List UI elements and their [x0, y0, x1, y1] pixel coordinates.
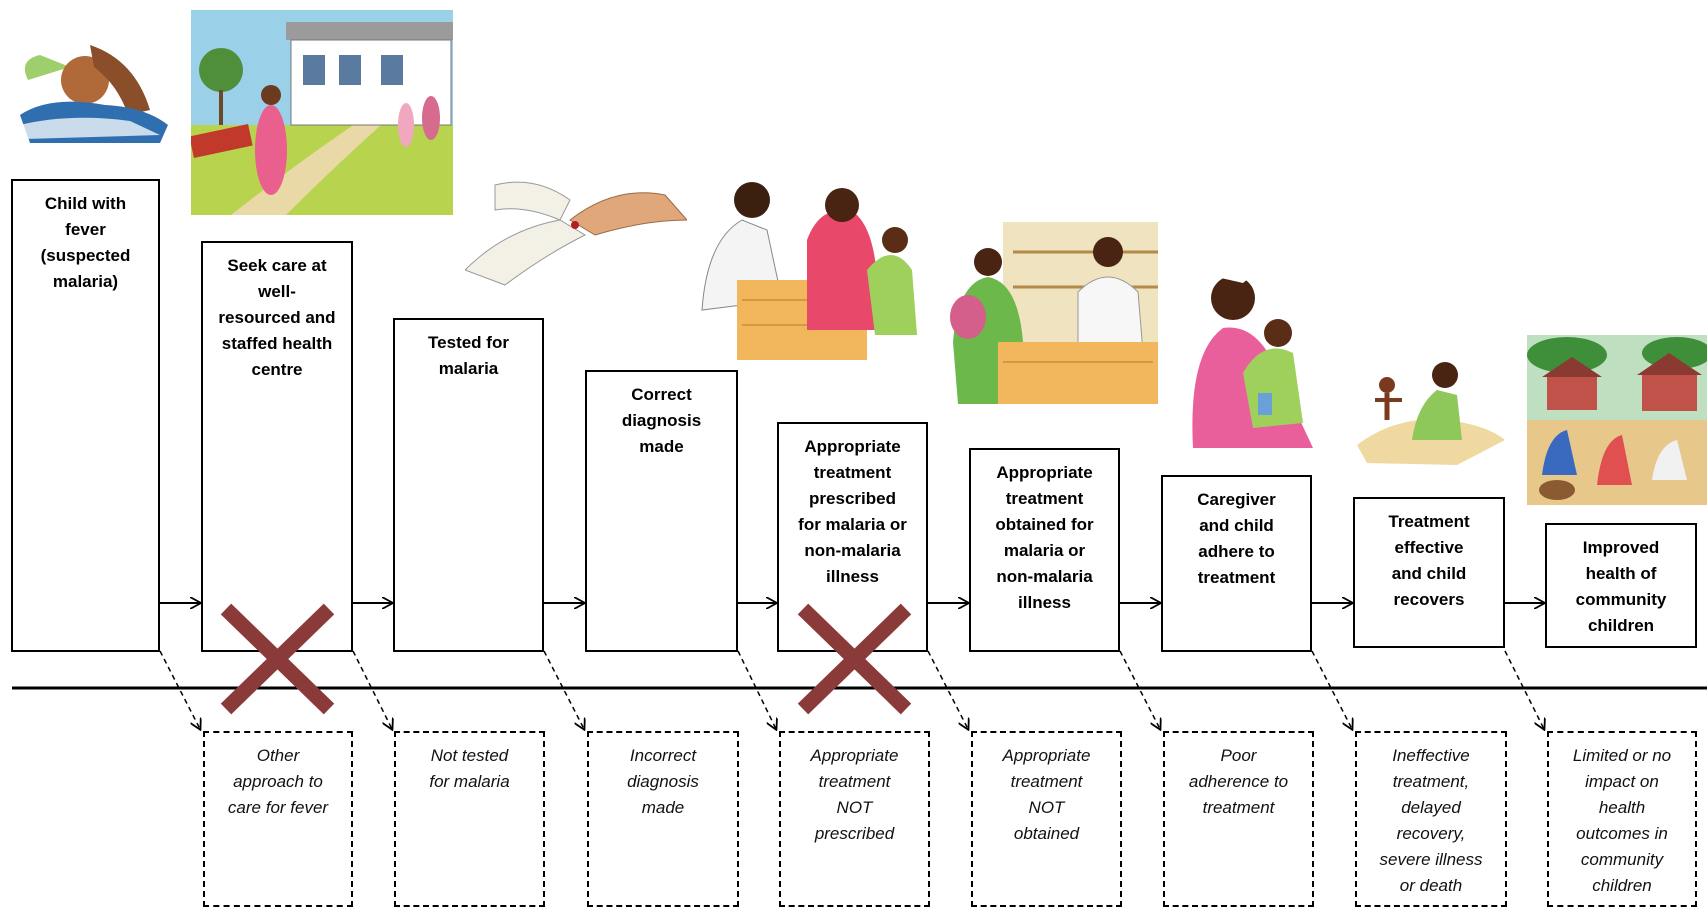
- step-label: Improved health of community children: [1575, 538, 1667, 635]
- outcome-box-not-obtained: Appropriate treatment NOT obtained: [971, 731, 1122, 907]
- step-label: Treatment effective and child recovers: [1388, 512, 1470, 609]
- finger-prick-test-illustration: [465, 181, 687, 286]
- clinician-consultation-illustration: [701, 182, 917, 360]
- outcome-box-ineffective-treatment: Ineffective treatment, delayed recovery,…: [1355, 731, 1507, 907]
- outcome-box-poor-adherence: Poor adherence to treatment: [1163, 731, 1314, 907]
- outcome-box-limited-impact: Limited or no impact on health outcomes …: [1547, 731, 1697, 907]
- caregiver-giving-medicine-illustration: [1192, 267, 1313, 448]
- outcome-arrow: [737, 650, 776, 729]
- outcome-label: Other approach to care for fever: [227, 746, 329, 817]
- outcome-label: Not tested for malaria: [429, 746, 510, 791]
- step-label: Tested for malaria: [428, 333, 509, 378]
- step-label: Appropriate treatment obtained for malar…: [995, 463, 1094, 612]
- step-label: Seek care at well-resourced and staffed …: [218, 256, 336, 379]
- child-in-bed-illustration: [20, 45, 168, 143]
- step-box-treatment-obtained: Appropriate treatment obtained for malar…: [969, 448, 1120, 652]
- step-box-correct-diagnosis: Correct diagnosis made: [585, 370, 738, 652]
- step-box-treatment-effective: Treatment effective and child recovers: [1353, 497, 1505, 648]
- step-box-tested-for-malaria: Tested for malaria: [393, 318, 544, 652]
- step-box-seek-care: Seek care at well-resourced and staffed …: [201, 241, 353, 652]
- outcome-box-not-prescribed: Appropriate treatment NOT prescribed: [779, 731, 930, 907]
- outcome-label: Appropriate treatment NOT prescribed: [810, 746, 899, 843]
- step-label: Correct diagnosis made: [621, 385, 702, 456]
- outcome-arrow: [159, 650, 200, 729]
- outcome-label: Poor adherence to treatment: [1188, 746, 1289, 817]
- health-centre-illustration: [191, 10, 453, 215]
- outcome-label: Appropriate treatment NOT obtained: [1002, 746, 1091, 843]
- outcome-box-other-approach: Other approach to care for fever: [203, 731, 353, 907]
- outcome-label: Incorrect diagnosis made: [627, 746, 699, 817]
- outcome-arrow: [927, 650, 968, 729]
- outcome-label: Ineffective treatment, delayed recovery,…: [1379, 746, 1483, 895]
- outcome-label: Limited or no impact on health outcomes …: [1572, 746, 1672, 895]
- outcome-arrow: [1504, 650, 1544, 729]
- outcome-arrow: [1311, 650, 1352, 729]
- step-label: Caregiver and child adhere to treatment: [1197, 490, 1276, 587]
- step-box-improved-health: Improved health of community children: [1545, 523, 1697, 648]
- community-village-illustration: [1527, 335, 1707, 505]
- outcome-arrow: [352, 650, 392, 729]
- child-playing-illustration: [1357, 362, 1505, 465]
- step-box-adhere-to-treatment: Caregiver and child adhere to treatment: [1161, 475, 1312, 652]
- red-x-cross-icon: [220, 603, 335, 715]
- step-label: Child with fever (suspected malaria): [40, 194, 131, 291]
- step-box-child-with-fever: Child with fever (suspected malaria): [11, 179, 160, 652]
- outcome-arrow: [543, 650, 584, 729]
- outcome-arrow: [1119, 650, 1160, 729]
- outcome-box-not-tested: Not tested for malaria: [394, 731, 545, 907]
- red-x-cross-icon: [797, 603, 912, 715]
- outcome-box-incorrect-diagnosis: Incorrect diagnosis made: [587, 731, 739, 907]
- step-label: Appropriate treatment prescribed for mal…: [798, 437, 907, 586]
- pharmacy-dispensing-illustration: [950, 222, 1158, 404]
